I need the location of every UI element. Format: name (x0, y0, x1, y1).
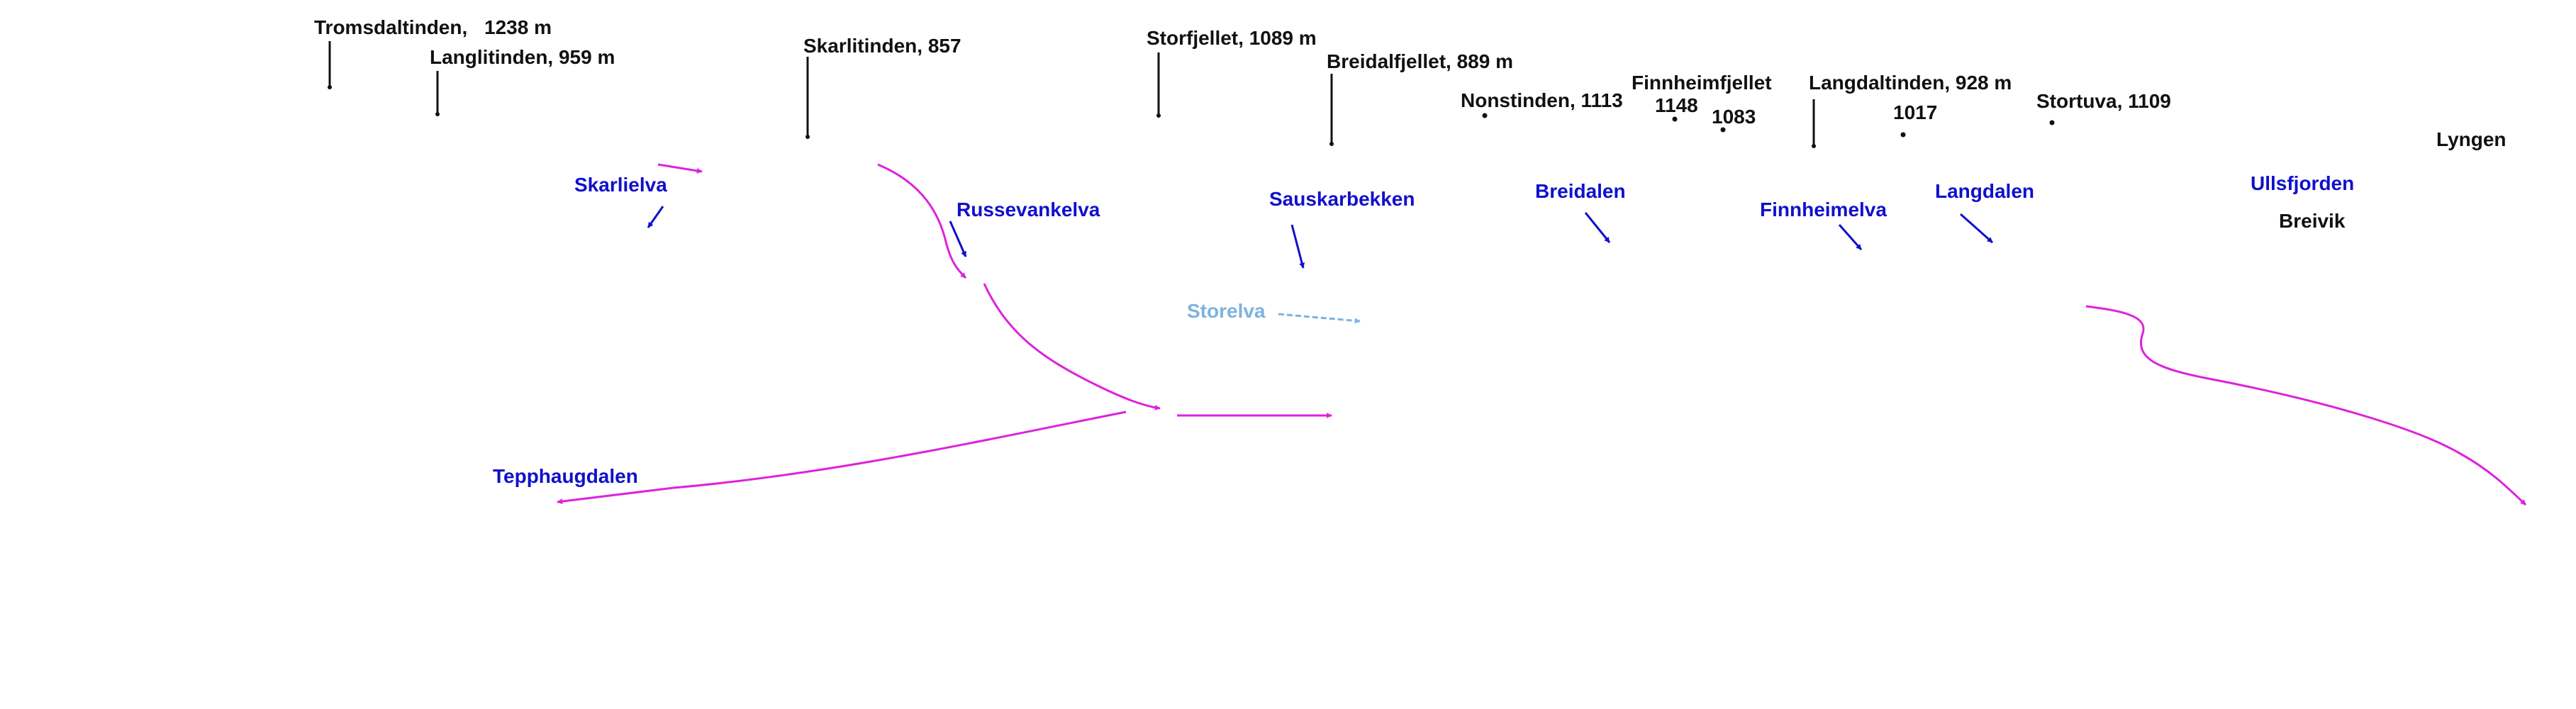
peak-labels: Tromsdaltinden, 1238 m Langlitinden, 959… (314, 16, 2171, 128)
route-arrow-skarlielva (657, 163, 703, 174)
peak-label-1017: 1017 (1893, 101, 1937, 123)
route-russevankelva-bend (877, 163, 967, 279)
water-label-ullsfjorden: Ullsfjorden (2251, 172, 2354, 194)
place-label-breivik: Breivik (2279, 210, 2346, 232)
breidalfjellet-marker (1329, 142, 1334, 146)
peak-label-breidalfjellet: Breidalfjellet, 889 m (1327, 50, 1513, 72)
peak-label-tromsdaltinden: Tromsdaltinden, (314, 16, 467, 38)
peak-label-stortuva: Stortuva, 1109 (2036, 90, 2171, 112)
langdaltinden-marker (1812, 144, 1816, 148)
peak-height-tromsdaltinden: 1238 m (484, 16, 552, 38)
water-labels: Skarlielva Russevankelva Sauskarbekken B… (493, 172, 2354, 487)
water-label-breidalen: Breidalen (1535, 180, 1626, 202)
breidalen-flow-arrow (1584, 212, 1611, 243)
peak-label-langlitinden: Langlitinden, 959 m (430, 46, 615, 68)
peak-label-finnheimfjellet: Finnheimfjellet (1632, 72, 1772, 94)
route-lines (557, 163, 2527, 506)
water-label-finnheimelva: Finnheimelva (1760, 199, 1887, 220)
finnheimfjellet-marker (1672, 116, 1678, 122)
nonstinden-marker (1482, 113, 1488, 118)
peak-label-nonstinden: Nonstinden, 1113 (1461, 89, 1623, 111)
route-tepphaugdalen (557, 411, 1127, 505)
place-labels: Lyngen Breivik (2279, 128, 2507, 232)
water-label-sauskarbekken: Sauskarbekken (1269, 188, 1415, 210)
water-label-storelva: Storelva (1187, 300, 1266, 322)
water-label-skarlielva: Skarlielva (574, 174, 667, 196)
route-ullsfjorden (2085, 305, 2527, 506)
finnheimelva-flow-arrow (1838, 224, 1863, 250)
peak-height-finnheimfjellet: 1148 (1655, 94, 1698, 116)
sauskarbekken-flow-arrow (1290, 224, 1305, 269)
storfjellet-marker (1156, 113, 1161, 118)
spot-1083-marker (1720, 127, 1726, 133)
russevankelva-flow-arrow (949, 220, 967, 257)
langdalen-flow-arrow (1960, 213, 1993, 244)
place-label-lyngen: Lyngen (2436, 128, 2507, 150)
stortuva-marker (2049, 120, 2055, 125)
water-label-tepphaugdalen: Tepphaugdalen (493, 465, 638, 487)
peak-label-langdaltinden: Langdaltinden, 928 m (1809, 72, 2012, 94)
langlitinden-marker (435, 112, 440, 116)
storelva-flow-arrow (1278, 313, 1361, 324)
skarlielva-flow-arrow (647, 206, 664, 228)
peak-label-1083: 1083 (1712, 106, 1756, 128)
tromsdaltinden-marker (328, 85, 332, 89)
flow-arrows (647, 206, 1993, 269)
water-label-russevankelva: Russevankelva (957, 199, 1100, 220)
peak-label-storfjellet: Storfjellet, 1089 m (1147, 27, 1317, 49)
water-label-langdalen: Langdalen (1935, 180, 2034, 202)
route-main-descent (983, 283, 1161, 411)
skarlitinden-marker (805, 135, 810, 139)
peak-label-skarlitinden: Skarlitinden, 857 (803, 35, 961, 57)
spot-1017-marker (1900, 132, 1906, 138)
peak-markers (328, 41, 2055, 148)
